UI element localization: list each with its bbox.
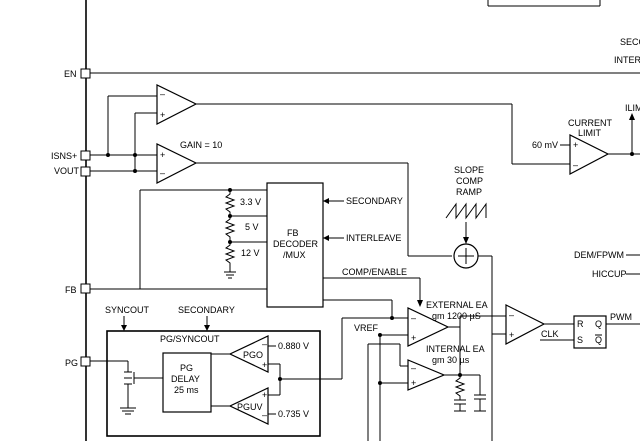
current-limit-comparator — [569, 134, 610, 175]
pguv-minus: – — [262, 410, 267, 420]
pg-delay-line3: 25 ms — [174, 385, 199, 395]
internal-ea-line2: gm 30 µs — [432, 355, 470, 365]
pguv-comparator — [228, 387, 269, 425]
interleave-label-top: INTERL — [614, 55, 640, 65]
arrow-head — [323, 198, 329, 204]
internal-ea — [407, 359, 446, 391]
ext-ea-minus: – — [411, 313, 416, 323]
voltage-12v: 12 V — [241, 248, 260, 258]
sr-latch — [573, 315, 607, 349]
pgo-comparator — [228, 335, 269, 373]
current-limit-threshold: 60 mV — [532, 140, 558, 150]
fb-decoder-line2: DECODER — [273, 239, 319, 249]
amp2-minus-sign: – — [160, 168, 165, 178]
pin-isns — [80, 150, 91, 161]
fb-decoder-block — [266, 182, 324, 308]
pguv-threshold: 0.735 V — [278, 409, 309, 419]
gain-label: GAIN = 10 — [180, 140, 222, 150]
pin-en — [80, 68, 91, 79]
junction-dot — [133, 153, 137, 157]
latch-s: S — [577, 335, 583, 345]
amp2-plus-sign: + — [160, 150, 165, 160]
pin-pg — [80, 356, 91, 367]
slope-line3: RAMP — [456, 187, 482, 197]
arrow-head — [463, 237, 469, 244]
pwm-comp-plus: + — [509, 330, 514, 340]
fb-decoder-line1: FB — [287, 228, 299, 238]
secondary-label-top: SECO — [620, 37, 640, 47]
voltage-3v3: 3.3 V — [240, 197, 261, 207]
slope-line1: SLOPE — [454, 165, 484, 175]
ilim-arrow — [629, 113, 635, 120]
arrow-head — [121, 325, 127, 331]
pg-delay-line1: PG — [180, 363, 193, 373]
int-ea-plus: + — [411, 378, 416, 388]
pwm-label: PWM — [610, 312, 632, 322]
junction-dot — [378, 333, 382, 337]
resistor-3v3 — [224, 190, 236, 216]
latch-q: Q — [595, 319, 602, 329]
current-sense-amp — [156, 84, 198, 125]
arrow-head — [323, 235, 329, 241]
amp1-plus-sign: + — [160, 110, 165, 120]
pin-fb-label: FB — [65, 285, 77, 295]
pg-delay-line2: DELAY — [171, 374, 200, 384]
pin-fb — [80, 283, 91, 294]
pg-block-title: PG/SYNCOUT — [160, 334, 220, 344]
pwm-comparator — [505, 304, 546, 345]
fb-decoder-line3: /MUX — [283, 250, 306, 260]
pg-syncout-input: SYNCOUT — [105, 305, 150, 315]
dem-label: DEM/FPWM — [574, 250, 624, 260]
junction-dot — [106, 153, 110, 157]
voltage-5v: 5 V — [245, 222, 259, 232]
internal-ea-line1: INTERNAL EA — [426, 344, 485, 354]
pin-isns-label: ISNS+ — [51, 151, 77, 161]
comp-resistor — [454, 375, 466, 400]
fb-secondary-label: SECONDARY — [346, 196, 403, 206]
pin-vout-label: VOUT — [54, 166, 80, 176]
ilim-label: ILIM — [625, 103, 640, 113]
current-limit-line1: CURRENT — [568, 118, 613, 128]
gain-amp — [156, 143, 198, 184]
hiccup-label: HICCUP — [592, 269, 627, 279]
ext-ea-plus: + — [411, 333, 416, 343]
pin-en-label: EN — [64, 69, 77, 79]
pin-vout — [80, 166, 91, 177]
pgo-label: PGO — [243, 350, 263, 360]
pg-syncout-block — [106, 330, 321, 437]
external-ea-line2: gm 1200 µS — [432, 311, 481, 321]
clk-label: CLK — [541, 329, 559, 339]
resistor-12v — [224, 242, 236, 268]
junction-dot — [133, 169, 137, 173]
arrow-head — [417, 300, 423, 307]
arrow-head — [204, 325, 210, 331]
cl-plus-sign: + — [573, 140, 578, 150]
comp-enable-label: COMP/ENABLE — [342, 267, 407, 277]
resistor-5v — [224, 216, 236, 242]
external-ea — [407, 307, 450, 347]
pguv-label: PGUV — [237, 402, 263, 412]
sawtooth-ramp — [445, 202, 487, 220]
slope-line2: COMP — [456, 176, 483, 186]
pg-delay-block — [162, 352, 212, 413]
vref-label: VREF — [354, 323, 379, 333]
int-ea-minus: – — [411, 363, 416, 373]
current-limit-line2: LIMIT — [578, 128, 602, 138]
pg-secondary-input: SECONDARY — [178, 305, 235, 315]
pgo-plus: + — [262, 360, 267, 370]
pgo-minus: – — [262, 339, 267, 349]
cl-minus-sign: – — [573, 160, 578, 170]
external-ea-line1: EXTERNAL EA — [426, 300, 488, 310]
pgo-threshold: 0.880 V — [278, 341, 309, 351]
pwm-comp-minus: – — [509, 310, 514, 320]
pin-pg-label: PG — [65, 358, 78, 368]
fb-interleave-label: INTERLEAVE — [346, 233, 401, 243]
pguv-plus: + — [262, 390, 267, 400]
amp1-minus-sign: – — [160, 89, 165, 99]
latch-r: R — [577, 319, 584, 329]
latch-qbar: Q — [595, 335, 602, 345]
junction-dot — [390, 316, 394, 320]
junction-dot — [378, 381, 382, 385]
